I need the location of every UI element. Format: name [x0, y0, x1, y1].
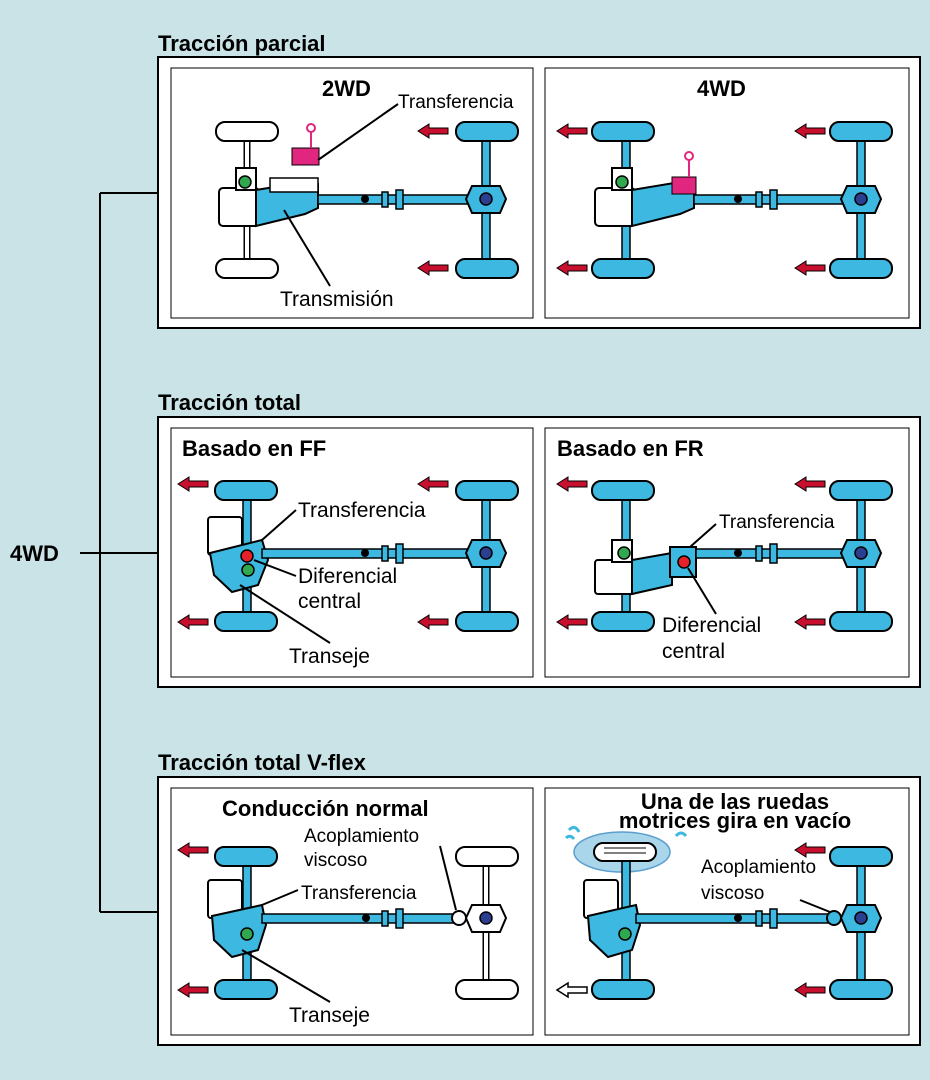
panel-title: Basado en FR [557, 436, 704, 461]
front-diff [617, 546, 631, 560]
front-right-wheel [214, 979, 278, 1000]
label-transaxle: Transeje [289, 1004, 370, 1027]
panel-title-line-1: Una de las ruedas [641, 789, 829, 814]
section-title: Tracción total [158, 390, 301, 415]
front-left-wheel [214, 846, 278, 867]
panel-title: 2WD [322, 76, 371, 101]
panel-wheel-spinning: Una de las ruedas motrices gira en vacío… [556, 789, 893, 1000]
front-right-wheel [215, 258, 279, 279]
label-viscous-coupling-1: Acoplamiento [701, 857, 816, 878]
section-title: Tracción parcial [158, 31, 326, 56]
rear-diff [479, 546, 493, 560]
center-diff [240, 549, 254, 563]
label-viscous-coupling-1: Acoplamiento [304, 826, 419, 847]
label-center-diff-1: Diferencial [662, 614, 761, 637]
panel-fr-based: Basado en FR Transferencia Diferencial c… [556, 436, 893, 663]
panel-title: 4WD [697, 76, 746, 101]
front-diff [238, 175, 252, 189]
rear-right-wheel [455, 611, 519, 632]
propeller-shaft [317, 194, 469, 205]
rear-left-wheel [829, 480, 893, 501]
panel-title: Conducción normal [222, 796, 429, 821]
front-left-wheel-spinning [593, 842, 657, 862]
panel-4wd: 4WD [556, 76, 893, 279]
transaxle [586, 903, 642, 959]
label-transfer: Transferencia [398, 92, 514, 113]
rear-diff [479, 911, 493, 925]
rear-left-wheel [829, 121, 893, 142]
rear-right-wheel [829, 611, 893, 632]
rear-diff [854, 911, 868, 925]
center-diff [677, 555, 691, 569]
rear-right-wheel [829, 258, 893, 279]
front-right-wheel [591, 258, 655, 279]
panel-ff-based: Basado en FF Transferencia Diferencial c… [177, 436, 519, 668]
engine [594, 187, 636, 227]
panel-title: Basado en FF [182, 436, 326, 461]
front-right-wheel [591, 979, 655, 1000]
front-diff [615, 175, 629, 189]
rear-diff [854, 192, 868, 206]
rear-left-wheel [829, 846, 893, 867]
front-left-wheel [591, 480, 655, 501]
label-center-diff-2: central [662, 640, 725, 663]
viscous-coupling [826, 910, 842, 926]
viscous-coupling [451, 910, 467, 926]
panel-normal-driving: Conducción normal Acoplamiento viscoso T… [177, 796, 519, 1027]
engine [594, 559, 636, 595]
front-left-wheel [215, 121, 279, 142]
rear-diff [854, 546, 868, 560]
rear-right-wheel [829, 979, 893, 1000]
front-diff [240, 927, 254, 941]
panel-2wd: 2WD Transferencia Transmisión [215, 76, 519, 311]
label-viscous-coupling-2: viscoso [304, 850, 367, 871]
propeller-shaft [693, 194, 845, 205]
front-diff [618, 927, 632, 941]
label-center-diff-1: Diferencial [298, 565, 397, 588]
panel-title-line-2: motrices gira en vacío [619, 808, 851, 833]
label-transfer: Transferencia [301, 883, 417, 904]
front-right-wheel [591, 611, 655, 632]
root-label: 4WD [10, 541, 59, 566]
rear-right-wheel [455, 258, 519, 279]
label-transfer: Transferencia [719, 512, 835, 533]
transmission [631, 551, 673, 596]
section-title: Tracción total V-flex [158, 750, 367, 775]
front-diff [241, 563, 255, 577]
propeller-shaft [261, 913, 463, 924]
label-transaxle: Transeje [289, 645, 370, 668]
tree-connectors [80, 192, 158, 913]
rear-left-wheel [455, 846, 519, 867]
front-left-wheel [214, 480, 278, 501]
rear-right-wheel [455, 979, 519, 1000]
label-center-diff-2: central [298, 590, 361, 613]
transfer-case [671, 176, 697, 195]
rear-diff [479, 192, 493, 206]
label-viscous-coupling-2: viscoso [701, 883, 764, 904]
engine [218, 187, 260, 227]
section-full-time: Tracción total [157, 390, 921, 688]
front-left-wheel [591, 121, 655, 142]
transfer-case [291, 147, 320, 166]
rear-left-wheel [455, 480, 519, 501]
rear-left-wheel [455, 121, 519, 142]
front-right-wheel [214, 611, 278, 632]
label-transmission: Transmisión [280, 288, 394, 311]
label-transfer: Transferencia [298, 499, 426, 522]
